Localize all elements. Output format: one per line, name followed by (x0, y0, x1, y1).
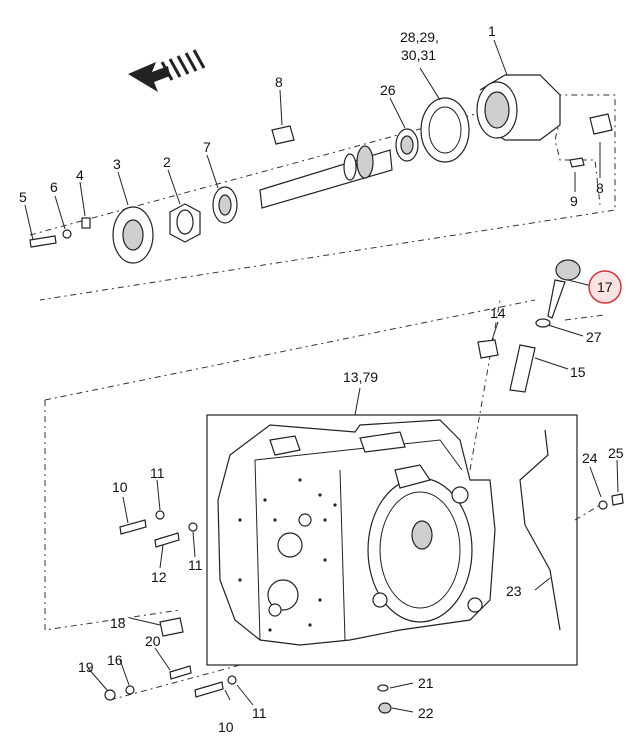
part-23-tube (519, 429, 561, 631)
callout-19[interactable]: 19 (78, 659, 94, 675)
callout-8-top[interactable]: 8 (275, 74, 283, 90)
callout-28-29[interactable]: 28,29, (400, 29, 439, 45)
leader-lines (24, 39, 619, 713)
callout-24[interactable]: 24 (582, 450, 598, 466)
part-3-coupling (112, 206, 154, 264)
dashed-assembly-outline (29, 94, 616, 701)
direction-arrow-icon (128, 49, 206, 92)
callout-17[interactable]: 17 (597, 279, 613, 295)
callout-18[interactable]: 18 (110, 615, 126, 631)
callout-9[interactable]: 9 (570, 193, 578, 209)
callout-6[interactable]: 6 (50, 179, 58, 195)
callout-26[interactable]: 26 (380, 82, 396, 98)
callout-27[interactable]: 27 (586, 329, 602, 345)
parts-14-15-17-27 (477, 259, 581, 393)
callout-11-mid[interactable]: 11 (188, 557, 203, 573)
part-26-bearing (395, 128, 419, 162)
callout-5[interactable]: 5 (19, 189, 27, 205)
callout-16[interactable]: 16 (107, 652, 123, 668)
callout-4[interactable]: 4 (76, 167, 84, 183)
bolts-and-fittings (104, 493, 624, 714)
gear-shaft (259, 145, 393, 209)
callout-23[interactable]: 23 (506, 583, 522, 599)
callout-11-lower[interactable]: 11 (252, 705, 267, 721)
callout-13-79[interactable]: 13,79 (343, 369, 378, 385)
part-7-bearing (212, 186, 238, 224)
callout-14[interactable]: 14 (490, 305, 506, 321)
callout-20[interactable]: 20 (145, 633, 161, 649)
callout-11-upper[interactable]: 11 (150, 465, 165, 481)
callout-labels: 1 2 3 4 5 6 7 8 8 9 10 10 11 11 11 12 13… (19, 23, 624, 735)
callout-8-right[interactable]: 8 (596, 180, 604, 196)
callout-12[interactable]: 12 (151, 569, 167, 585)
parts-4-5-6 (29, 217, 91, 248)
callout-15[interactable]: 15 (570, 364, 586, 380)
callout-1[interactable]: 1 (488, 23, 496, 39)
part-2-sleeve (169, 203, 201, 243)
callout-3[interactable]: 3 (113, 156, 121, 172)
highlight-ring-17[interactable] (588, 270, 622, 304)
callout-25[interactable]: 25 (608, 445, 624, 461)
callout-7[interactable]: 7 (203, 139, 211, 155)
part-8-fittings (271, 113, 613, 168)
callout-22[interactable]: 22 (418, 705, 434, 721)
callout-21[interactable]: 21 (418, 675, 434, 691)
housing-frame (206, 414, 578, 666)
callout-2[interactable]: 2 (163, 154, 171, 170)
callout-10-lower[interactable]: 10 (218, 719, 234, 735)
callout-30-31[interactable]: 30,31 (401, 47, 436, 63)
callout-10-upper[interactable]: 10 (112, 479, 128, 495)
part-1-bearing-housing (476, 74, 561, 141)
part-28-gasket (420, 97, 470, 163)
transmission-housing (217, 419, 496, 646)
